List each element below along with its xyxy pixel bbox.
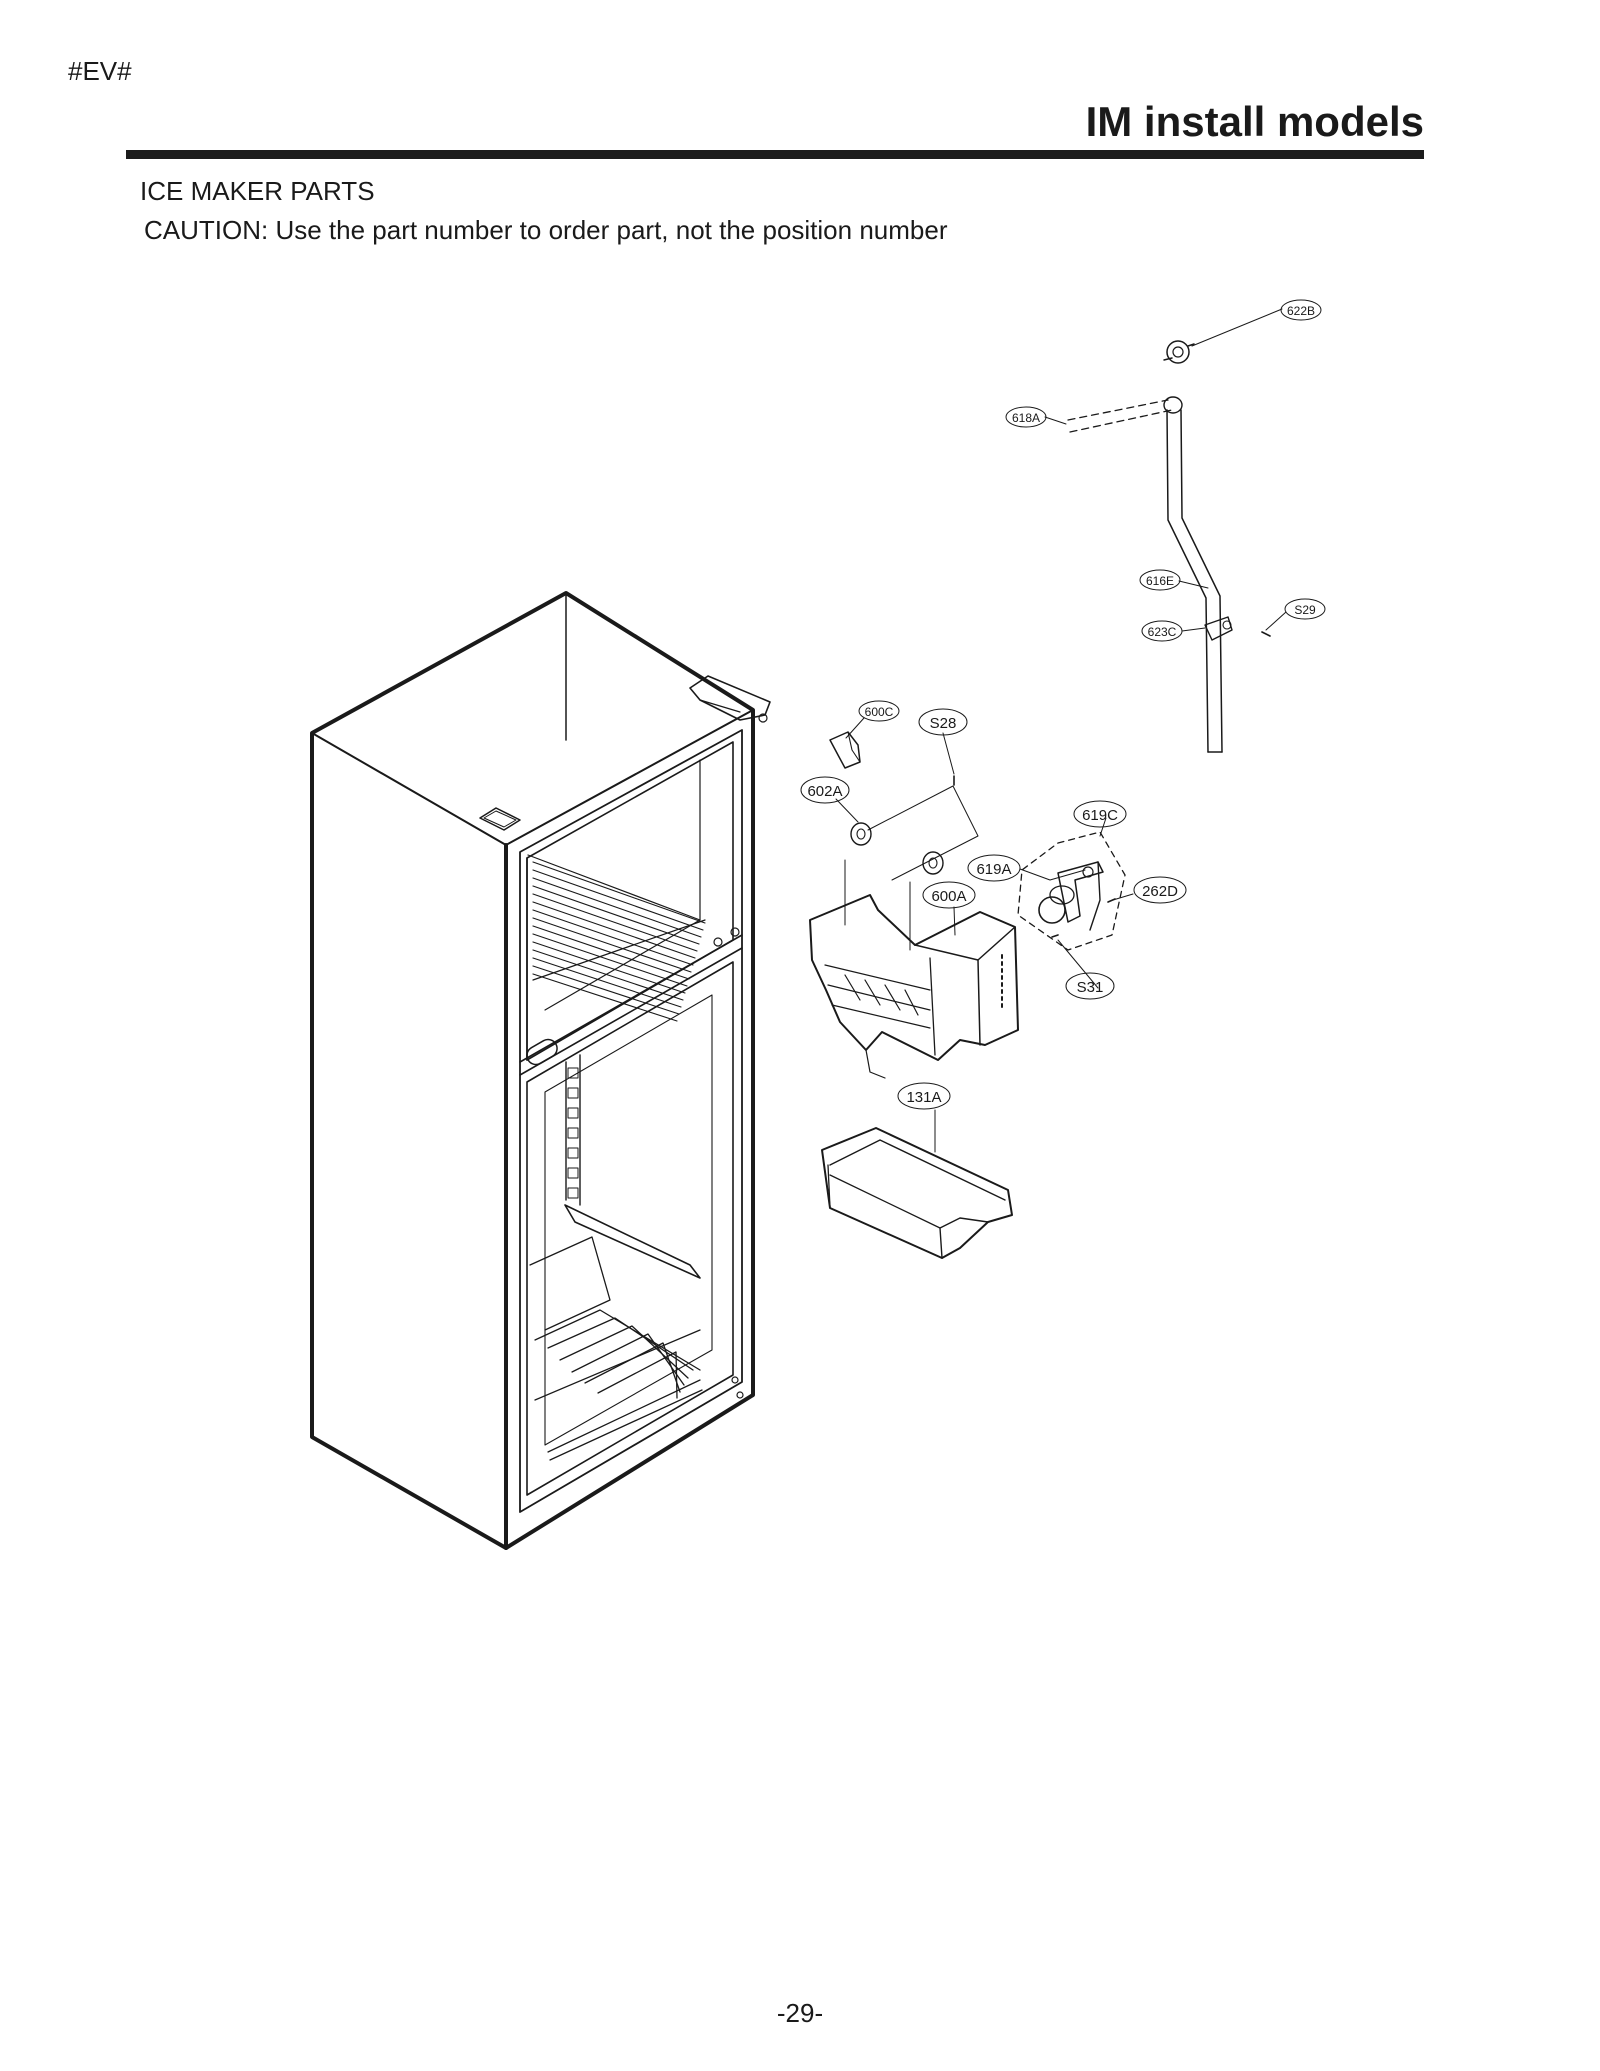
- caution-note: CAUTION: Use the part number to order pa…: [144, 215, 948, 245]
- page-number: -29-: [776, 1998, 824, 2028]
- callout-602A: 602A: [800, 776, 850, 804]
- svg-text:619C: 619C: [1082, 807, 1118, 824]
- svg-text:S28: S28: [930, 715, 957, 732]
- callout-622B: 622B: [1280, 299, 1322, 321]
- callout-600C: 600C: [858, 700, 900, 722]
- svg-text:619A: 619A: [976, 861, 1011, 878]
- callout-619C: 619C: [1073, 800, 1127, 828]
- title-rule: [126, 150, 1424, 159]
- document-code: #EV#: [68, 56, 132, 86]
- callout-618A: 618A: [1005, 406, 1047, 428]
- svg-text:623C: 623C: [1148, 625, 1177, 639]
- section-title: ICE MAKER PARTS: [140, 176, 375, 206]
- svg-text:600C: 600C: [865, 705, 894, 719]
- callout-619A: 619A: [967, 854, 1021, 882]
- callout-600A: 600A: [922, 881, 976, 909]
- callout-S31: S31: [1065, 972, 1115, 1000]
- svg-text:S31: S31: [1077, 979, 1104, 996]
- svg-text:S29: S29: [1294, 603, 1316, 617]
- leader-lines: [835, 308, 1287, 1153]
- callout-623C: 623C: [1141, 620, 1183, 642]
- callout-616E: 616E: [1139, 569, 1181, 591]
- svg-text:602A: 602A: [807, 783, 842, 800]
- refrigerator-cabinet: [310, 591, 771, 1550]
- svg-text:262D: 262D: [1142, 883, 1178, 900]
- water-tube-assembly: [1067, 340, 1271, 753]
- ice-maker-parts: [809, 731, 1126, 1259]
- svg-text:600A: 600A: [931, 888, 966, 905]
- callout-131A: 131A: [897, 1082, 951, 1110]
- callout-S29: S29: [1284, 598, 1326, 620]
- svg-text:616E: 616E: [1146, 574, 1174, 588]
- svg-text:131A: 131A: [906, 1089, 941, 1106]
- callout-S28: S28: [918, 708, 968, 736]
- callout-262D: 262D: [1133, 876, 1187, 904]
- svg-text:622B: 622B: [1287, 304, 1315, 318]
- page-title: IM install models: [1085, 98, 1424, 145]
- svg-text:618A: 618A: [1012, 411, 1040, 425]
